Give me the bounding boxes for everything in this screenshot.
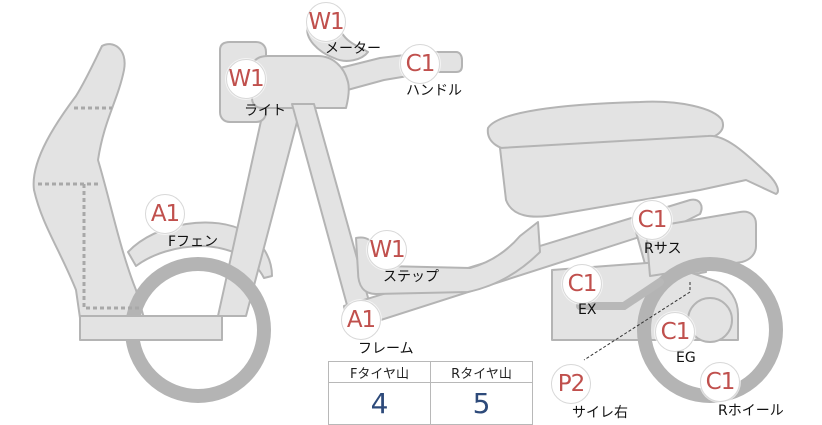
- f-fender-label: Fフェン: [168, 234, 219, 250]
- eg-badge[interactable]: C1: [655, 312, 695, 352]
- meter-label: メーター: [325, 41, 381, 57]
- rear-tire-header: Rタイヤ山: [430, 361, 533, 383]
- r-wheel-label: Rホイール: [718, 403, 784, 419]
- frame-badge[interactable]: A1: [341, 300, 381, 340]
- eg-label: EG: [676, 350, 696, 366]
- r-sus-badge[interactable]: C1: [632, 200, 672, 240]
- rear-tire-value[interactable]: 5: [430, 382, 533, 425]
- front-tire-header: Fタイヤ山: [328, 361, 431, 383]
- handle-label: ハンドル: [406, 83, 462, 99]
- light-label: ライト: [244, 103, 286, 119]
- tire-table-value-row: 4 5: [328, 382, 533, 425]
- leg-shield: [32, 43, 145, 319]
- rear-cowl: [499, 134, 779, 218]
- r-wheel-badge[interactable]: C1: [700, 362, 740, 402]
- tire-table-header-row: Fタイヤ山 Rタイヤ山: [328, 361, 533, 383]
- handle-badge[interactable]: C1: [400, 44, 440, 84]
- floor-board: [79, 315, 223, 341]
- frame-label: フレーム: [358, 341, 414, 357]
- leader-line: [583, 282, 691, 361]
- meter-badge[interactable]: W1: [306, 2, 346, 42]
- r-sus-label: Rサス: [644, 241, 682, 257]
- siren-badge[interactable]: P2: [551, 364, 591, 404]
- panel-line-vertical: [82, 184, 140, 310]
- f-fender-badge[interactable]: A1: [145, 194, 185, 234]
- tire-tread-table: Fタイヤ山 Rタイヤ山 4 5: [328, 361, 533, 425]
- step-label: ステップ: [383, 269, 439, 285]
- siren-label: サイレ右: [572, 405, 628, 421]
- ex-badge[interactable]: C1: [562, 264, 602, 304]
- ex-label: EX: [578, 302, 597, 318]
- light-badge[interactable]: W1: [226, 59, 266, 99]
- head-block: [251, 55, 350, 109]
- exhaust-pipe: [576, 278, 664, 310]
- front-tire-value[interactable]: 4: [328, 382, 431, 425]
- step-badge[interactable]: W1: [367, 230, 407, 270]
